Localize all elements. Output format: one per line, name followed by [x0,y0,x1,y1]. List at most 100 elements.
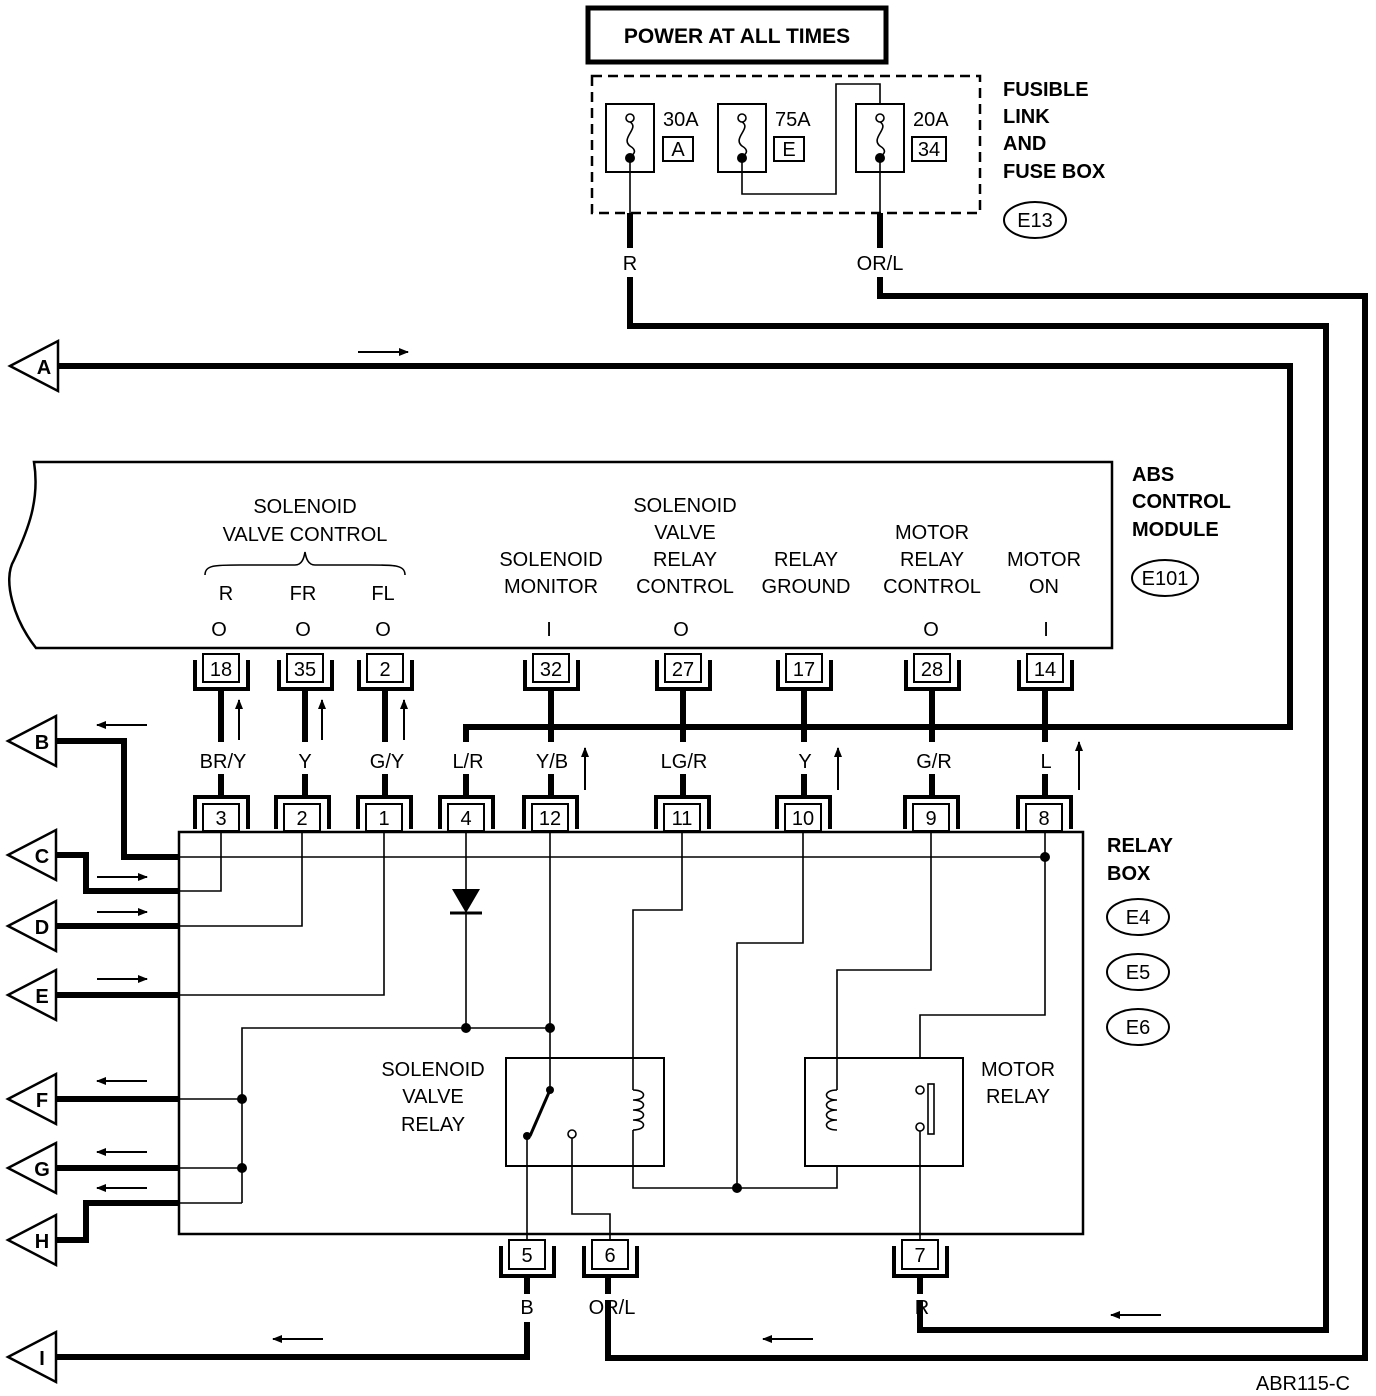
wire-B [56,738,179,860]
svg-text:I: I [39,1348,45,1370]
relay-pin-4: 4 [438,795,495,832]
svg-text:14: 14 [1034,659,1056,681]
connector-I: I [5,1329,58,1385]
wire-label-lr: L/R [452,751,483,773]
abs-module-code: E101 [1142,568,1189,590]
svg-text:F: F [36,1090,48,1112]
fn-label-fr: FR [290,583,317,605]
svg-text:ABS: ABS [1132,464,1174,486]
svg-text:11: 11 [672,808,693,830]
svg-text:RELAY: RELAY [900,549,964,571]
svg-text:28: 28 [921,659,943,681]
io-27: O [673,619,689,641]
io-14: I [1043,619,1049,641]
fuse-20a-rating: 20A [913,109,949,131]
abs-pin-28: 28 [904,653,961,691]
svg-text:FL: FL [371,583,394,605]
fn-label-motor-relay-control: MOTOR RELAY CONTROL [883,522,981,598]
wire-lr-bus [463,724,1045,742]
svg-text:FR: FR [290,583,317,605]
wire-label-gr: G/R [916,751,952,773]
relay-pin-11: 11 [654,795,711,832]
svg-text:9: 9 [925,808,936,830]
svg-text:RELAY: RELAY [401,1114,465,1136]
svg-text:SOLENOID: SOLENOID [499,549,602,571]
svg-text:B: B [35,732,49,754]
fuse-box-outline [590,74,982,215]
svg-text:D: D [35,917,49,939]
connector-F: F [5,1071,58,1127]
svg-text:32: 32 [540,659,562,681]
connector-C: C [5,827,58,883]
wire-r-to-pin7 [627,277,1329,1333]
relay-box-code-e4: E4 [1126,907,1150,929]
svg-text:MONITOR: MONITOR [504,576,598,598]
io-28: O [923,619,939,641]
fuse-box-connector-code [1003,201,1067,239]
io-32: I [546,619,552,641]
relay-pin-1: 1 [356,795,413,832]
fn-label-motor-on: MOTOR ON [1007,549,1081,598]
svg-text:2: 2 [379,659,390,681]
abs-pin-18: 18 [193,653,250,691]
svg-text:17: 17 [793,659,815,681]
fn-label-relay-ground: RELAY GROUND [762,549,851,598]
svg-text:1: 1 [378,808,389,830]
wire-H [56,1200,179,1243]
wire-label-fuse-r: R [623,253,637,275]
fuse-box-name: FUSIBLE LINK AND FUSE BOX [1003,79,1106,183]
abs-pin-2: 2 [357,653,414,691]
wire-label-lgr: LG/R [661,751,708,773]
fuse-75a-id: E [782,139,795,161]
connector-D: D [5,898,58,954]
svg-text:BOX: BOX [1107,863,1151,885]
svg-text:VALVE: VALVE [654,522,716,544]
svg-text:MOTOR: MOTOR [1007,549,1081,571]
abs-pin-17: 17 [776,653,833,691]
fn-label-solenoid-monitor: SOLENOID MONITOR [499,549,602,598]
svg-text:MOTOR: MOTOR [895,522,969,544]
wire-A [58,363,1293,730]
io-18: O [211,619,227,641]
abs-pin-14: 14 [1017,653,1074,691]
svg-text:FUSE BOX: FUSE BOX [1003,161,1106,183]
svg-text:C: C [35,846,49,868]
fuse-box-code-text: E13 [1017,210,1053,232]
wire-I [56,1322,530,1360]
svg-text:2: 2 [296,808,307,830]
fuse-30a-rating: 30A [663,109,699,131]
solenoid-valve-relay-label: SOLENOID VALVE RELAY [381,1059,484,1136]
relay-pin-10: 10 [775,795,832,832]
fn-label-fl: FL [371,583,394,605]
wire-label-bry: BR/Y [200,751,247,773]
figure-code: ABR115-C [1256,1373,1350,1395]
wire-label-b: B [520,1297,533,1319]
motor-relay [804,1057,964,1167]
fn-label-r: R [219,583,233,605]
wire-label-pin6-orl: OR/L [589,1297,636,1319]
solenoid-valve-relay [505,1057,665,1167]
relay-box-outline [177,830,1085,1236]
wire-C [56,852,179,894]
wire-label-gy: G/Y [370,751,404,773]
svg-text:CONTROL: CONTROL [883,576,981,598]
wire-label-pin7-r: R [915,1297,929,1319]
group-label-1: SOLENOID [253,496,356,518]
relay-pin-3: 3 [193,795,250,832]
motor-relay-label: MOTOR RELAY [981,1059,1055,1108]
svg-text:G: G [34,1159,50,1181]
group-brace [204,551,406,576]
relay-box-code-e5: E5 [1126,962,1150,984]
fuse-30a [605,103,655,213]
svg-text:MODULE: MODULE [1132,519,1219,541]
motor-relay-contact [927,1083,935,1135]
svg-text:3: 3 [215,808,226,830]
connector-H: H [5,1212,58,1268]
relay-pin-5: 5 [499,1239,556,1278]
svg-text:27: 27 [672,659,694,681]
relay-pin-6: 6 [582,1239,639,1278]
abs-module-name: ABS CONTROL MODULE [1132,464,1231,541]
svg-text:LINK: LINK [1003,106,1050,128]
svg-text:RELAY: RELAY [986,1086,1050,1108]
diode-icon [452,889,480,913]
